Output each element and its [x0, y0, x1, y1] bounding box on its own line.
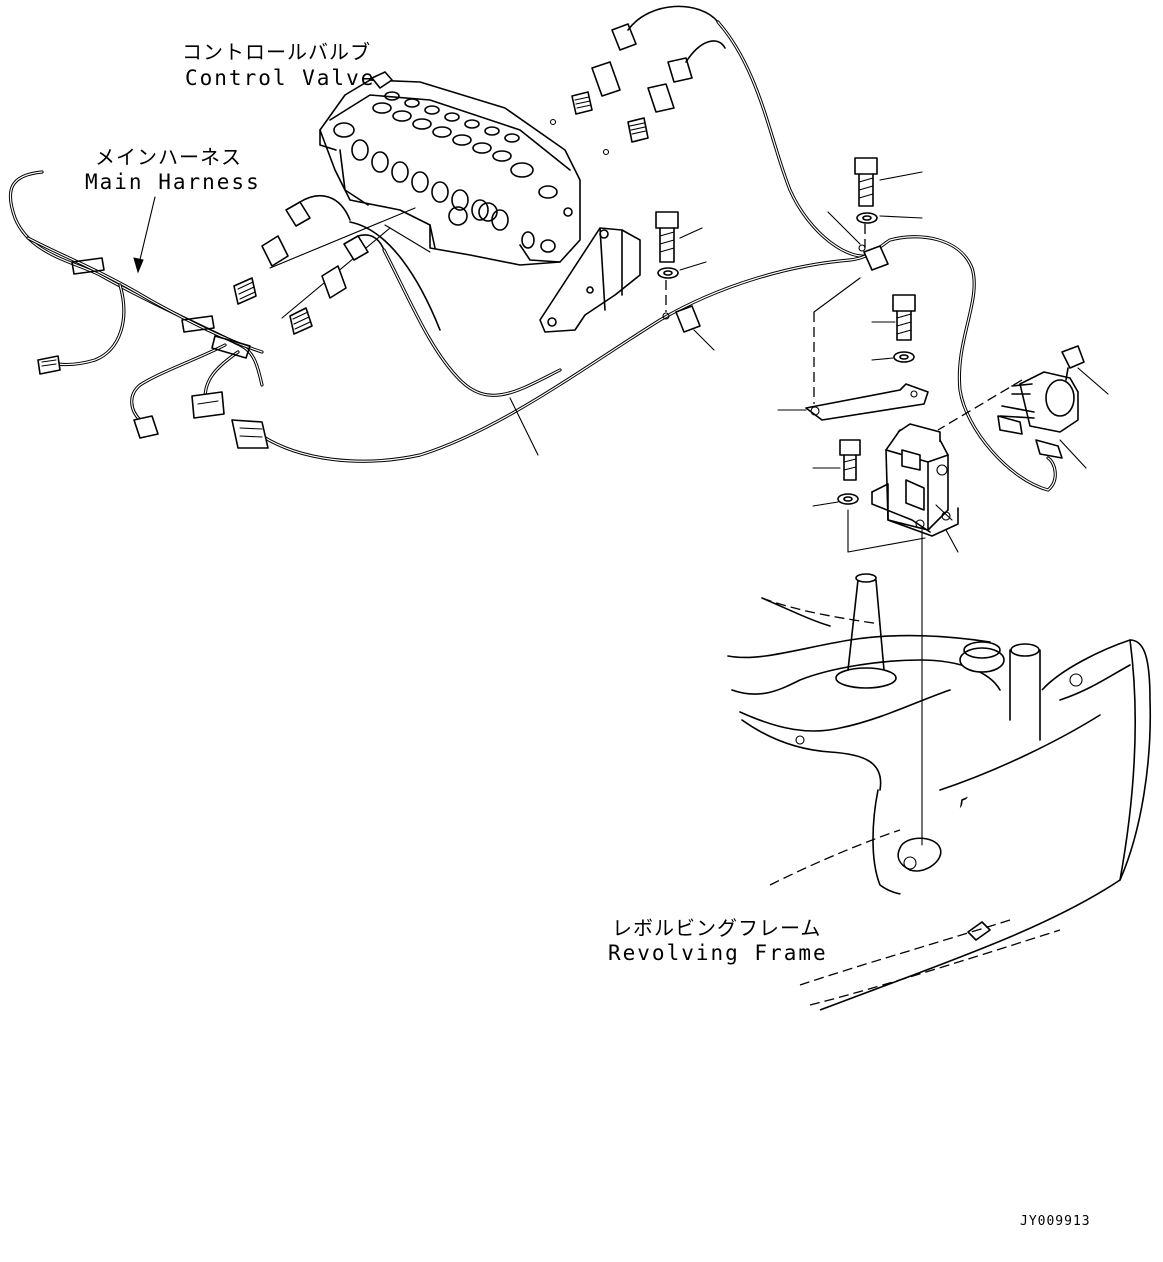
valve-ports: [333, 91, 573, 253]
main-harness: [8, 170, 264, 439]
drawing-code: JY009913: [1020, 1214, 1091, 1229]
pressure-sensors: [233, 5, 726, 335]
revolving-frame-label-en: Revolving Frame: [608, 941, 828, 965]
control-valve: [269, 71, 641, 333]
revolving-frame-label-jp: レボルビングフレーム: [612, 916, 822, 940]
solenoid: [937, 345, 1109, 469]
control-valve-label-jp: コントロールバルブ: [182, 40, 371, 64]
main-harness-label-en: Main Harness: [85, 170, 261, 194]
control-valve-label-en: Control Valve: [185, 66, 376, 90]
fasteners: [655, 157, 929, 507]
revolving-frame: [727, 529, 1152, 1011]
main-harness-label-jp: メインハーネス: [95, 145, 242, 169]
controller-box: [847, 423, 959, 553]
sub-harness: [231, 20, 1057, 492]
